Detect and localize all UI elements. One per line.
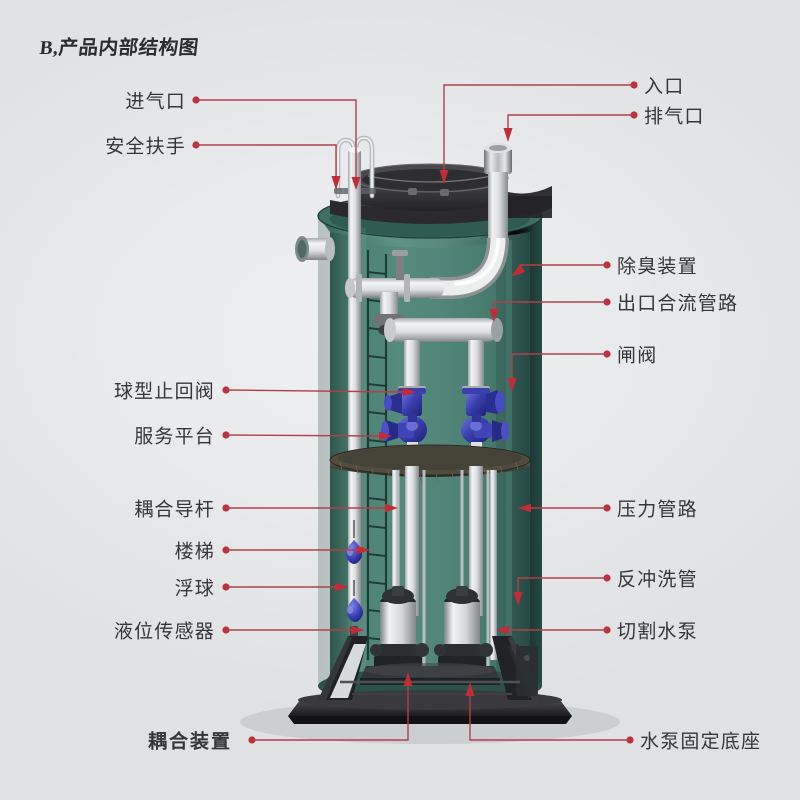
label-gate-valve: 闸阀 <box>617 345 658 367</box>
label-coupling-guide-rod: 耦合导杆 <box>134 499 215 521</box>
backwash-pipe-right <box>490 470 497 660</box>
cutting-pump-right <box>434 586 493 668</box>
label-exhaust-port: 排气口 <box>644 106 705 128</box>
label-safety-handrail: 安全扶手 <box>105 136 186 158</box>
label-backwash-pipe: 反冲洗管 <box>617 569 698 591</box>
label-deodorizer: 除臭装置 <box>617 256 698 278</box>
outlet-manifold <box>384 318 503 393</box>
label-service-platform: 服务平台 <box>134 426 215 448</box>
label-air-intake: 进气口 <box>125 91 186 113</box>
valve-cluster-right <box>461 388 509 458</box>
pressure-pipes <box>392 466 497 660</box>
label-level-sensor: 液位传感器 <box>113 621 215 643</box>
label-cutting-pump: 切割水泵 <box>617 621 698 643</box>
label-coupling-device: 耦合装置 <box>147 731 232 753</box>
inlet-nozzle <box>295 236 335 262</box>
top-lid-hatch <box>330 163 552 224</box>
backwash-pipe-left <box>392 470 399 660</box>
label-inlet: 入口 <box>644 76 685 98</box>
label-pressure-pipe: 压力管路 <box>617 499 698 521</box>
riser-left <box>404 340 420 390</box>
label-ladder: 楼梯 <box>174 541 215 563</box>
riser-right <box>468 340 484 390</box>
label-outlet-manifold: 出口合流管路 <box>617 293 739 315</box>
label-ball-check-valve: 球型止回阀 <box>113 381 215 403</box>
label-float-ball: 浮球 <box>174 578 215 600</box>
valve-cluster-left <box>381 388 427 458</box>
label-pump-base: 水泵固定底座 <box>640 731 762 753</box>
